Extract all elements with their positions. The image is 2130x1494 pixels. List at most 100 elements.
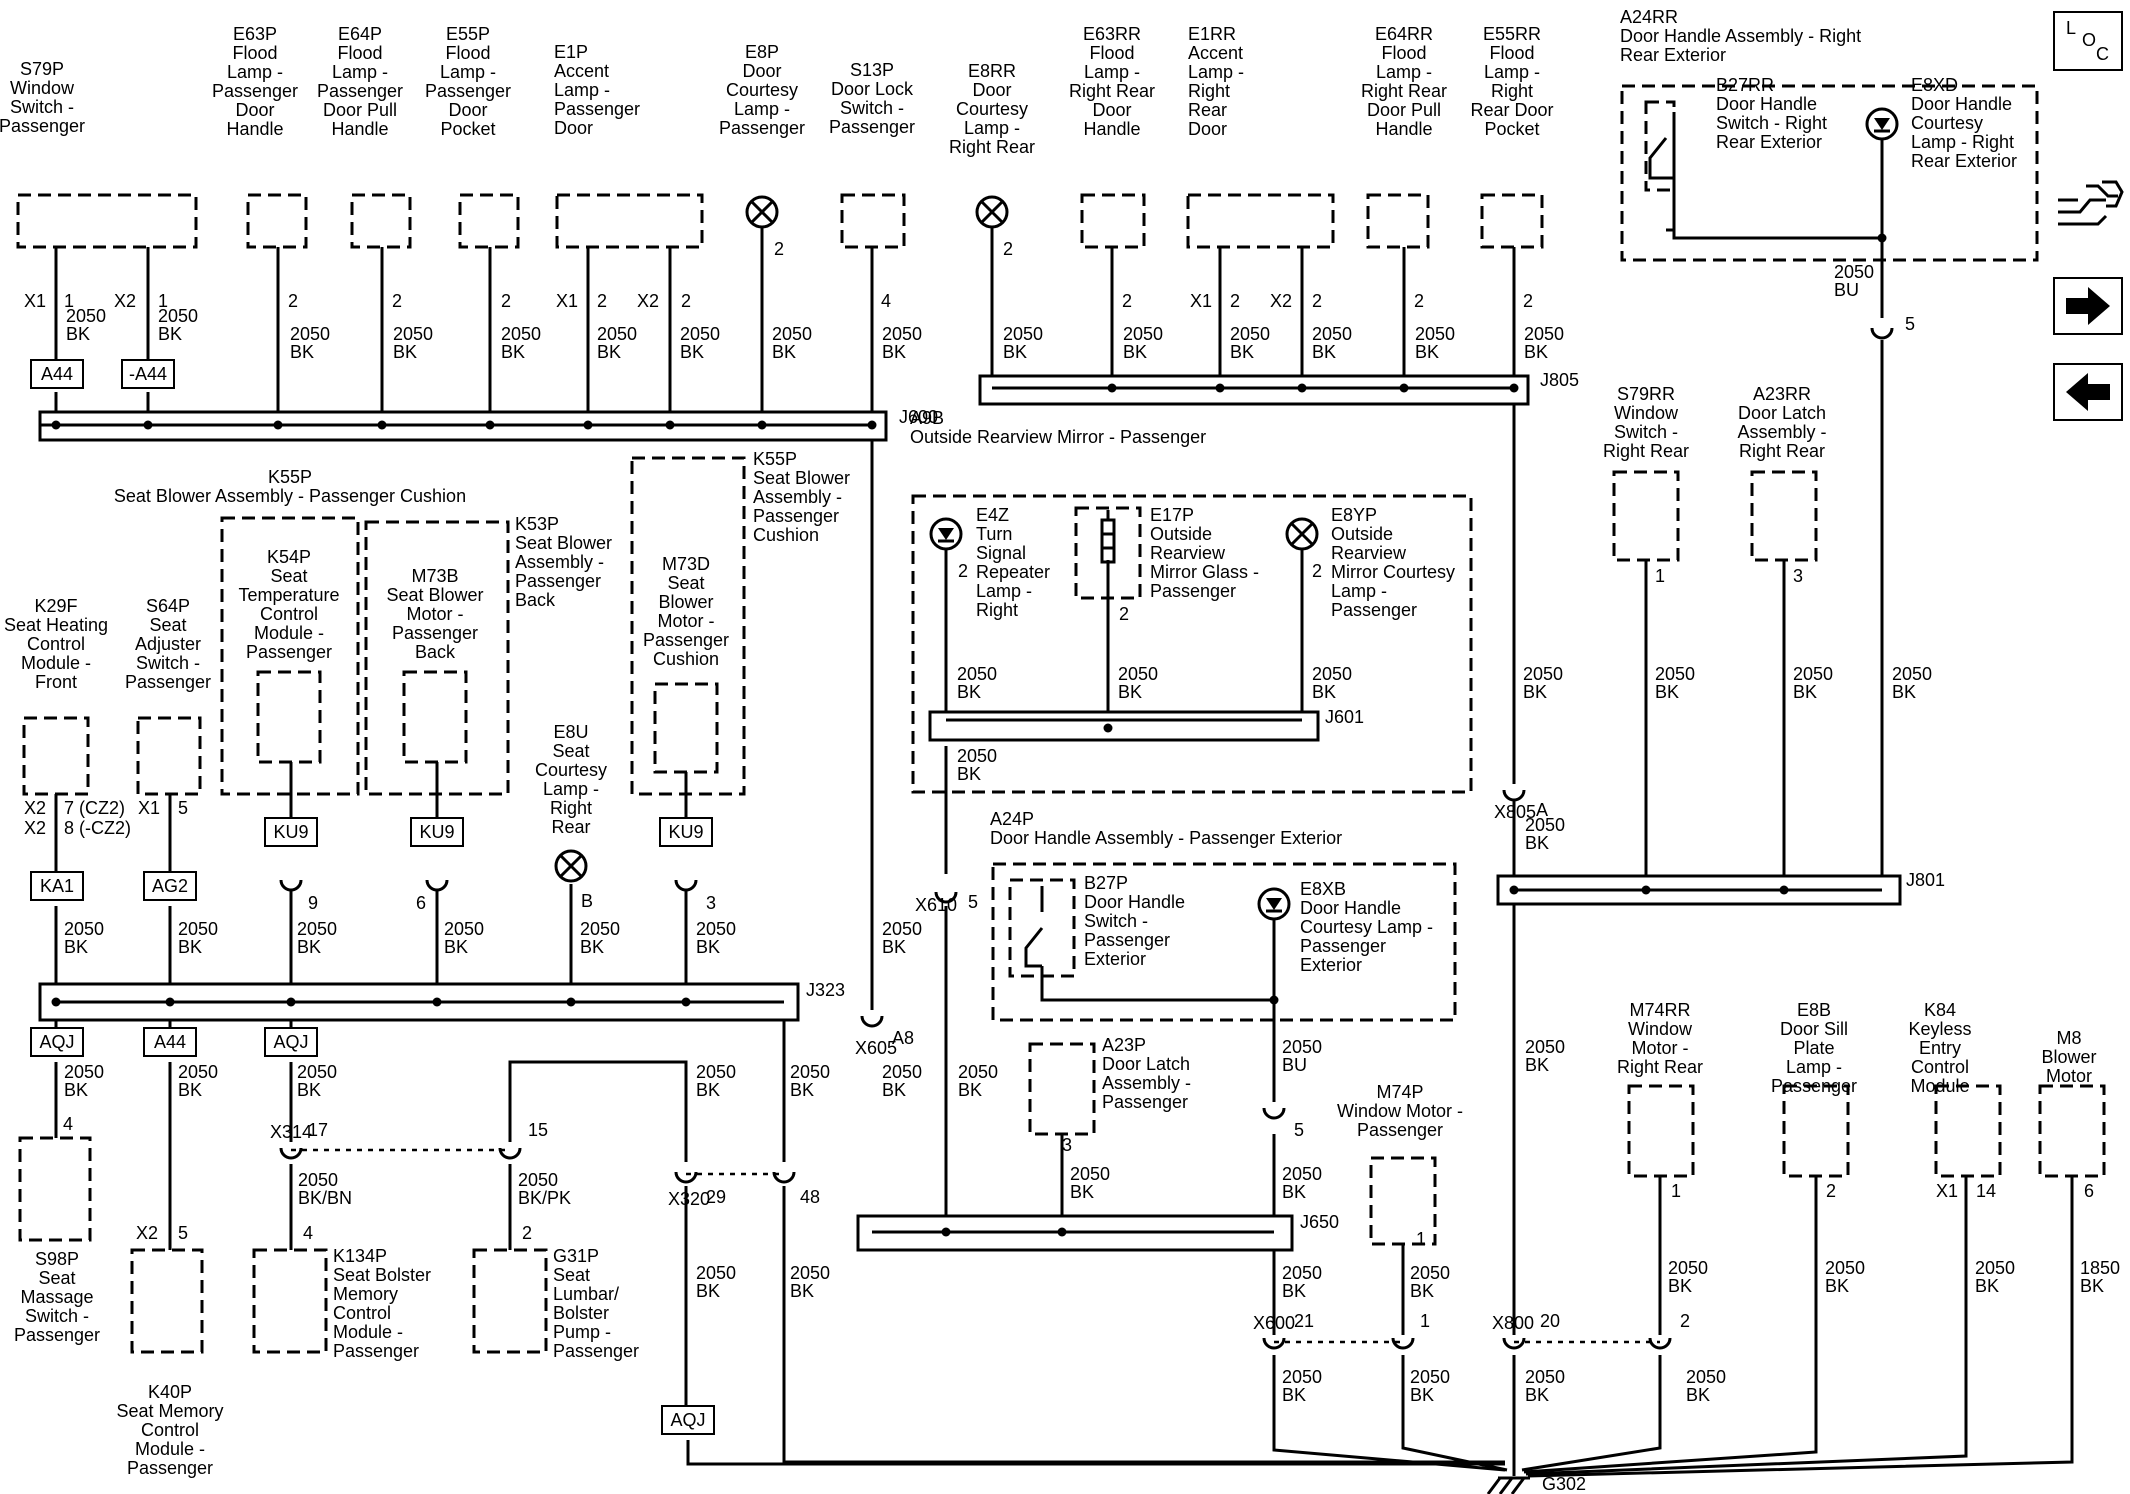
wire-label-line: BK <box>790 1281 814 1301</box>
wire-label-line: 2050 <box>501 324 541 344</box>
component-label-line: Passenger <box>1771 1076 1857 1096</box>
pin-label: 29 <box>706 1187 726 1207</box>
wire-label-line: 2050 <box>297 1062 337 1082</box>
wire-label-line: BK <box>393 342 417 362</box>
component-label-line: Control <box>260 604 318 624</box>
component-label-line: Door <box>1092 100 1131 120</box>
ground-label: G302 <box>1542 1474 1586 1494</box>
pin-label: A8 <box>892 1028 914 1048</box>
component-label-line: K134P <box>333 1246 387 1266</box>
harness-wiring-button[interactable] <box>2058 180 2124 226</box>
component-label-line: Seat Memory <box>116 1401 223 1421</box>
wire-label-line: BK <box>1070 1182 1094 1202</box>
pin-label: 48 <box>800 1187 820 1207</box>
wire-label-line: 2050 <box>1825 1258 1865 1278</box>
wire-label-line: BK/BN <box>298 1188 352 1208</box>
wire-label-line: 2050 <box>1793 664 1833 684</box>
pin-label: 17 <box>308 1120 328 1140</box>
component-label-line: Blower <box>2041 1047 2096 1067</box>
wire-label-line: BK <box>1003 342 1027 362</box>
wire-label-line: 2050 <box>1415 324 1455 344</box>
component-label-line: Module <box>1910 1076 1969 1096</box>
wire-label-line: 2050 <box>1282 1367 1322 1387</box>
pin-label: 4 <box>881 291 891 311</box>
component-label-line: Window Motor - <box>1337 1101 1463 1121</box>
heater-element-icon <box>1100 510 1116 564</box>
component-label-line: Mirror Courtesy <box>1331 562 1455 582</box>
wire-label-line: BK <box>290 342 314 362</box>
pin-label: 2 <box>1312 561 1322 581</box>
component-label-line: Lamp - <box>976 581 1032 601</box>
component-label-line: G31P <box>553 1246 599 1266</box>
wire-label-line: BK <box>1793 682 1817 702</box>
component-label-line: Right <box>1491 81 1533 101</box>
component-label-line: Door Pull <box>1367 100 1441 120</box>
component-label-line: Exterior <box>1084 949 1146 969</box>
component-label-line: Door Handle Assembly - Passenger Exterio… <box>990 828 1342 848</box>
component-label-line: Lamp - <box>227 62 283 82</box>
component-label-line: Door Latch <box>1738 403 1826 423</box>
component-label-line: E55RR <box>1483 24 1541 44</box>
component-label-line: Assembly - <box>1737 422 1826 442</box>
splice-pack-label: KA1 <box>40 876 74 896</box>
harness-wiring-icon <box>2058 180 2124 226</box>
component-label-line: Right Rear <box>1069 81 1155 101</box>
component-label-line: Rear Exterior <box>1716 132 1822 152</box>
component-label-line: K55P <box>268 467 312 487</box>
wire-label-line: 2050 <box>66 306 106 326</box>
loc-button[interactable]: L O C <box>2053 11 2123 71</box>
component-label-line: Right Rear <box>949 137 1035 157</box>
wire-label-line: 2050 <box>790 1062 830 1082</box>
component-label-line: Seat <box>270 566 307 586</box>
splice-bar-label: J650 <box>1300 1212 1339 1232</box>
component-label-line: E8XD <box>1911 75 1958 95</box>
wire-label-line: BK <box>1525 1055 1549 1075</box>
component-label-line: E1P <box>554 42 588 62</box>
back-button[interactable] <box>2053 363 2123 421</box>
component-label-line: Lamp - <box>440 62 496 82</box>
arrow-left-icon <box>2066 373 2110 411</box>
wire-label-line: BK <box>696 1080 720 1100</box>
component-label-line: S79P <box>20 59 64 79</box>
component-label-line: Passenger <box>14 1325 100 1345</box>
component-label-line: Flood <box>232 43 277 63</box>
component-label-line: Entry <box>1919 1038 1961 1058</box>
component-label-line: Seat <box>149 615 186 635</box>
component-label-line: Lamp - <box>1331 581 1387 601</box>
pin-label: 2 <box>1312 291 1322 311</box>
wire-label-line: BK <box>882 1080 906 1100</box>
component-label-line: Module - <box>21 653 91 673</box>
component-label-line: Door Lock <box>831 79 914 99</box>
connector-label: X610 <box>915 895 957 915</box>
forward-button[interactable] <box>2053 277 2123 335</box>
wire-label-line: BK <box>597 342 621 362</box>
component-label-line: Exterior <box>1300 955 1362 975</box>
component-label-line: Back <box>415 642 456 662</box>
wire-label-line: 2050 <box>1312 664 1352 684</box>
component-label-line: E8XB <box>1300 879 1346 899</box>
component-label-line: Seat <box>553 1265 590 1285</box>
component-label-line: Switch - Right <box>1716 113 1827 133</box>
component-label-line: Passenger <box>425 81 511 101</box>
component-label-line: Passenger <box>392 623 478 643</box>
pin-label: X2 <box>1270 291 1292 311</box>
component-label-line: Right Rear <box>1603 441 1689 461</box>
wire-label-line: 2050 <box>298 1170 338 1190</box>
